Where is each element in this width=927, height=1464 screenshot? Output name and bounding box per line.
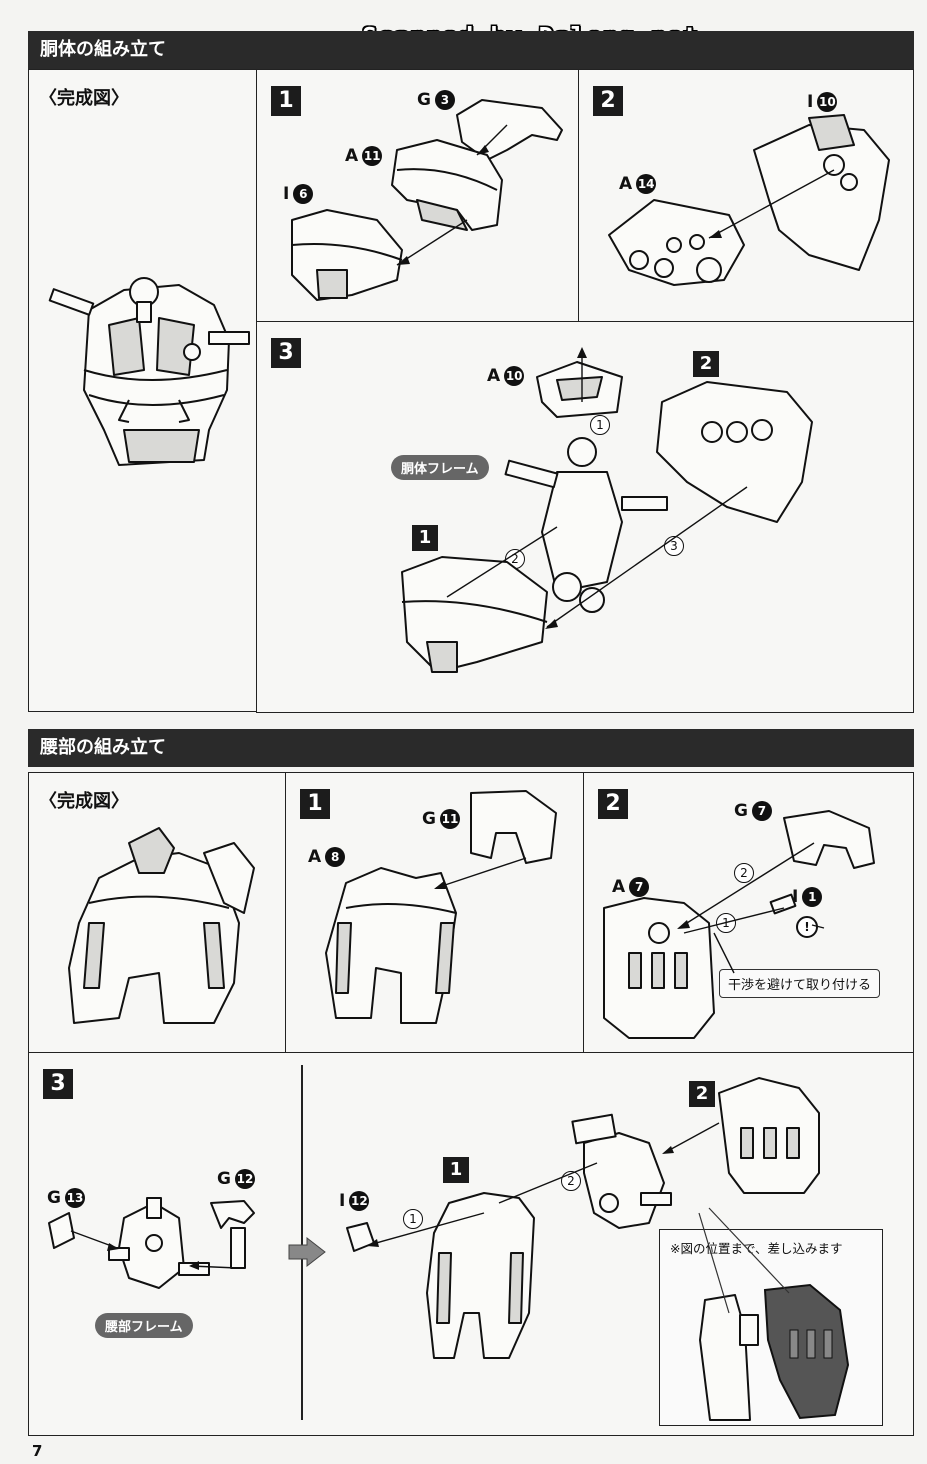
waist-step2-note: 干渉を避けて取り付ける [719,969,881,998]
divider [301,1065,303,1420]
proceed-arrow-icon [288,1236,326,1268]
reference-step-2: 2 [693,351,719,377]
order-number: 1 [590,415,610,435]
insert-detail-note: ※図の位置まで、差し込みます [670,1241,843,1256]
page-number: 7 [32,1442,43,1460]
waist-step3-illustration [48,1077,820,1359]
step-number: 3 [43,1069,73,1099]
reference-step-2: 2 [689,1081,715,1107]
caution-icon: ! [796,916,818,938]
waist-section-title: 腰部の組み立て [28,729,914,767]
waist-step1-illustration [325,790,557,1024]
step-number: 1 [271,86,301,116]
torso-step3-illustration [401,347,813,673]
order-number: 1 [403,1209,423,1229]
waist-complete-illustration [68,827,255,1024]
waist-frame-label: 腰部フレーム [95,1313,193,1338]
waist-step2-illustration [603,810,875,1039]
insert-detail-illustration [699,1283,850,1421]
torso-step1-illustration [291,99,563,301]
insert-detail-box: ※図の位置まで、差し込みます [659,1229,883,1426]
torso-complete-panel: 〈完成図〉 [28,69,258,712]
order-number: 2 [734,863,754,883]
reference-step-1: 1 [443,1157,469,1183]
torso-section-title: 胴体の組み立て [28,31,914,69]
waist-complete-panel: 〈完成図〉 [28,772,287,1054]
waist-complete-label: 〈完成図〉 [39,791,129,812]
torso-step2-illustration [608,114,890,286]
step-number: 3 [271,338,301,368]
reference-step-1: 1 [412,525,438,551]
torso-frame-label: 胴体フレーム [391,455,489,480]
step-number: 2 [598,789,628,819]
torso-complete-label: 〈完成図〉 [39,88,129,109]
step-number: 1 [300,789,330,819]
step-number: 2 [593,86,623,116]
torso-complete-illustration [48,277,250,466]
